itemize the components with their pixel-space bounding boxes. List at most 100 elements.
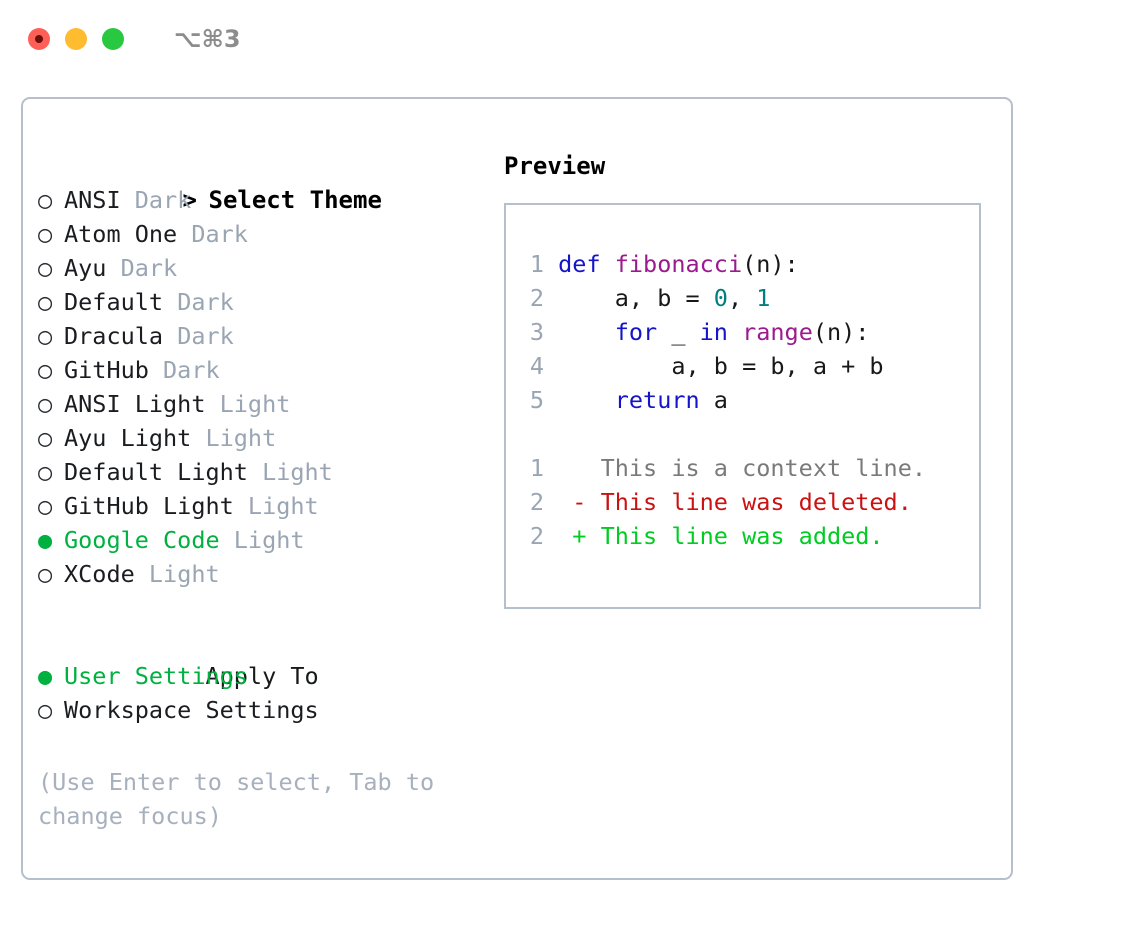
- radio-unselected-icon[interactable]: ○: [38, 356, 53, 384]
- diff-sign: +: [544, 522, 601, 550]
- code-token: a, b = b, a + b: [558, 352, 884, 380]
- theme-name-label: Default Light: [64, 458, 248, 486]
- code-token: ,: [727, 284, 757, 312]
- code-token: [601, 250, 615, 278]
- apply-to-list: ●User Settings ○ Workspace Settings: [38, 659, 498, 727]
- radio-unselected-icon[interactable]: ○: [38, 458, 53, 486]
- preview-title: Preview: [504, 152, 606, 180]
- theme-name-label: ANSI: [64, 186, 121, 214]
- theme-list-item[interactable]: ○Default Dark: [38, 285, 498, 319]
- code-line: 1 def fibonacci(n):: [518, 247, 926, 281]
- close-button[interactable]: [28, 28, 50, 50]
- line-number: 4: [529, 352, 544, 380]
- theme-category-label: Light: [191, 424, 277, 452]
- code-token: (n):: [742, 250, 799, 278]
- keyboard-shortcut-label: ⌥⌘3: [174, 25, 241, 53]
- code-token: for: [614, 318, 658, 346]
- line-number: 3: [529, 318, 544, 346]
- radio-unselected-icon[interactable]: ○: [38, 220, 53, 248]
- radio-unselected-icon[interactable]: ○: [38, 696, 53, 724]
- theme-list: ○ANSI Dark○Atom One Dark○Ayu Dark○Defaul…: [38, 183, 498, 591]
- theme-list-item[interactable]: ○ Default Light Light: [38, 455, 498, 489]
- diff-text: This is a context line.: [600, 454, 927, 482]
- theme-list-item[interactable]: ○ ANSI Light Light: [38, 387, 498, 421]
- code-token: a: [699, 386, 728, 414]
- apply-to-header: Apply To: [38, 625, 498, 690]
- line-number: 1: [529, 250, 544, 278]
- select-theme-header-label: Select Theme: [208, 186, 382, 214]
- radio-unselected-icon[interactable]: ○: [38, 492, 53, 520]
- code-token: fibonacci: [614, 250, 743, 278]
- apply-to-label: Workspace Settings: [64, 696, 319, 724]
- theme-list-item[interactable]: ○ ANSI Dark: [38, 183, 498, 217]
- theme-name-label: GitHub Light: [64, 492, 234, 520]
- radio-unselected-icon[interactable]: ○: [38, 424, 53, 452]
- theme-name-label: ANSI Light: [64, 390, 206, 418]
- diff-line: 2 + This line was added.: [518, 519, 926, 553]
- theme-list-item[interactable]: ○ Atom One Dark: [38, 217, 498, 251]
- code-line: 4 a, b = b, a + b: [518, 349, 926, 383]
- code-token: _: [657, 318, 700, 346]
- keyboard-hint-text: (Use Enter to select, Tab to change focu…: [38, 768, 435, 830]
- theme-name-label: GitHub: [64, 356, 149, 384]
- code-token: [728, 318, 742, 346]
- theme-list-item[interactable]: ○GitHub Dark: [38, 353, 498, 387]
- code-line: 3 for _ in range(n):: [518, 315, 926, 349]
- theme-name-label: Default: [64, 288, 164, 316]
- theme-list-item[interactable]: ● Google Code Light: [38, 523, 498, 557]
- radio-unselected-icon[interactable]: ○: [38, 560, 53, 588]
- radio-unselected-icon[interactable]: ○: [38, 322, 53, 350]
- theme-category-label: Light: [219, 526, 305, 554]
- theme-category-label: Light: [247, 458, 333, 486]
- code-token: return: [614, 386, 700, 414]
- code-token: in: [699, 318, 728, 346]
- theme-name-label: Google Code: [64, 526, 220, 554]
- theme-category-label: Light: [134, 560, 220, 588]
- code-token: [558, 318, 615, 346]
- theme-list-item[interactable]: ○GitHub Light Light: [38, 489, 498, 523]
- diff-sign: [544, 454, 601, 482]
- code-token: 0: [713, 284, 728, 312]
- theme-list-item[interactable]: ○XCode Light: [38, 557, 498, 591]
- theme-name-label: Atom One: [64, 220, 178, 248]
- line-number: 5: [529, 386, 544, 414]
- code-token: a, b =: [558, 284, 714, 312]
- theme-list-item[interactable]: ○Dracula Dark: [38, 319, 498, 353]
- code-token: (n):: [812, 318, 870, 346]
- line-number: 1: [529, 454, 544, 482]
- line-number: 2: [529, 284, 544, 312]
- prompt-caret-icon: >: [182, 186, 197, 214]
- theme-list-item[interactable]: ○Ayu Dark: [38, 251, 498, 285]
- code-token: def: [558, 250, 601, 278]
- line-number: 2: [529, 522, 544, 550]
- select-theme-header: > Select Theme: [38, 149, 498, 214]
- minimize-button[interactable]: [65, 28, 87, 50]
- radio-selected-icon[interactable]: ●: [38, 662, 53, 690]
- theme-category-label: Light: [205, 390, 291, 418]
- maximize-button[interactable]: [102, 28, 124, 50]
- code-token: 1: [756, 284, 771, 312]
- apply-to-item[interactable]: ○ Workspace Settings: [38, 693, 498, 727]
- radio-unselected-icon[interactable]: ○: [38, 390, 53, 418]
- radio-unselected-icon[interactable]: ○: [38, 186, 53, 214]
- radio-unselected-icon[interactable]: ○: [38, 254, 53, 282]
- theme-list-item[interactable]: ○Ayu Light Light: [38, 421, 498, 455]
- preview-column: Preview 1 def fibonacci(n):2 a, b = 0, 1…: [504, 149, 1004, 609]
- list-spacer: [38, 591, 498, 625]
- diff-sign: -: [544, 488, 601, 516]
- theme-name-label: Dracula: [64, 322, 164, 350]
- theme-category-label: Dark: [177, 220, 248, 248]
- radio-unselected-icon[interactable]: ○: [38, 288, 53, 316]
- apply-to-header-label: Apply To: [205, 662, 319, 690]
- radio-selected-icon[interactable]: ●: [38, 526, 53, 554]
- diff-line: 1 This is a context line.: [518, 451, 926, 485]
- apply-to-item[interactable]: ●User Settings: [38, 659, 498, 693]
- theme-category-label: Dark: [120, 186, 192, 214]
- line-number: 2: [529, 488, 544, 516]
- code-line: 5 return a: [518, 383, 926, 417]
- theme-selection-column: >Select Theme ○ANSI Dark○Atom One Dark○A…: [38, 149, 498, 727]
- theme-category-label: Dark: [106, 254, 178, 282]
- main-panel: >Select Theme ○ANSI Dark○Atom One Dark○A…: [21, 97, 1013, 880]
- code-diff-separator: [518, 417, 926, 451]
- title-bar: ⌥⌘3: [0, 0, 1140, 78]
